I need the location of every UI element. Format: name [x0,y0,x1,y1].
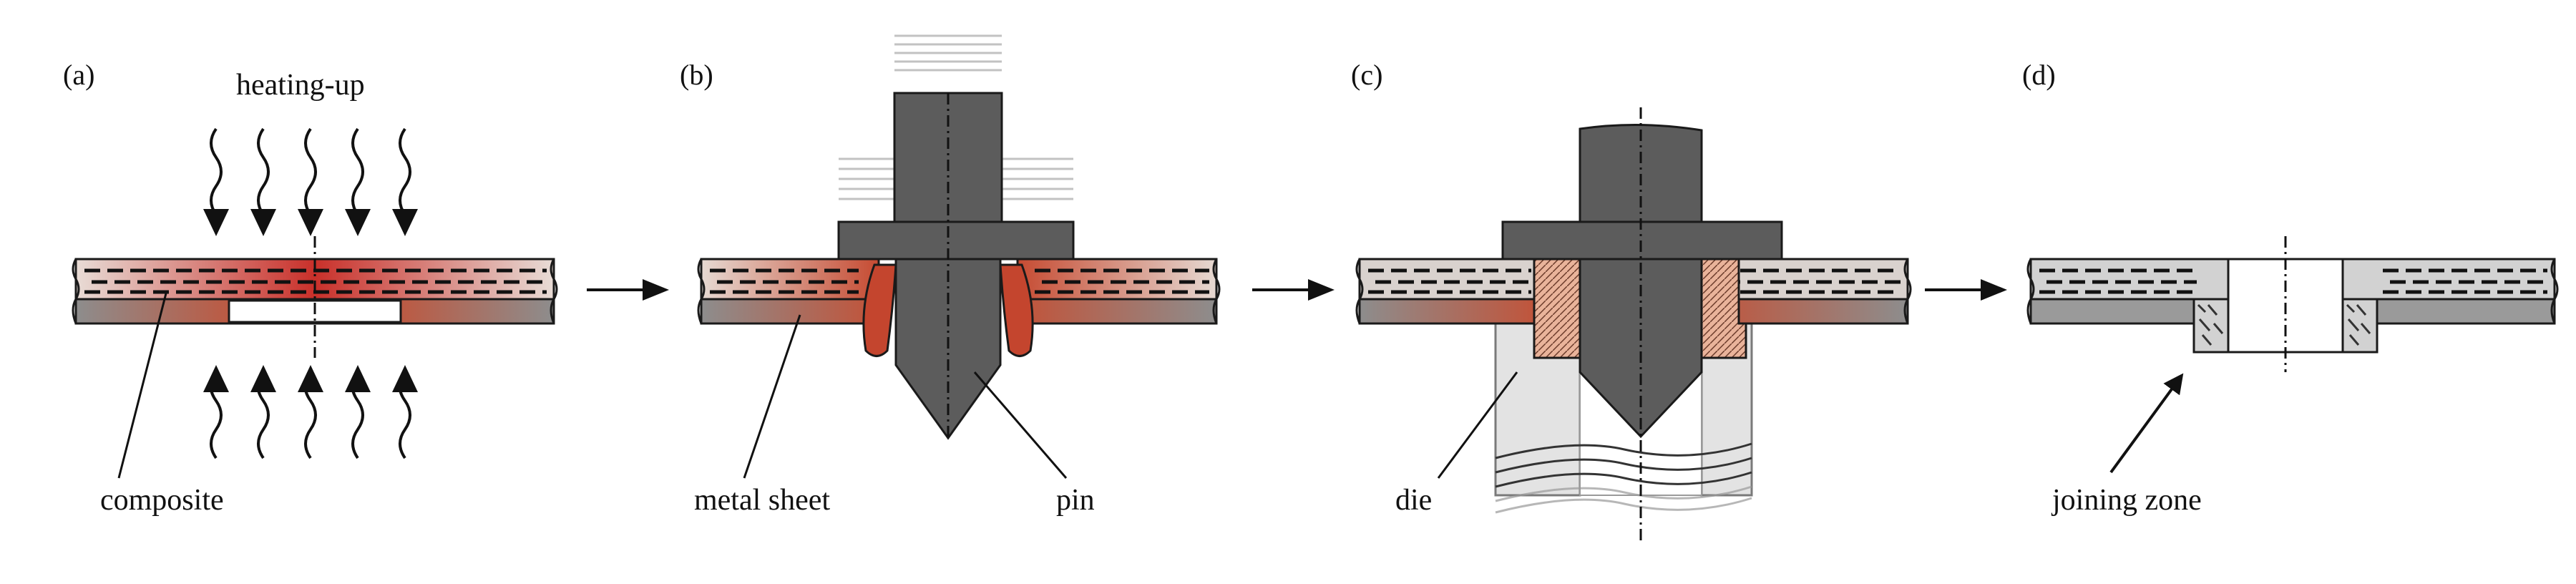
bent-collar-left [862,263,897,357]
process-arrow-icon [587,279,669,301]
pin-motion-ghosts [839,34,1073,200]
heating-arrow-icon [392,127,418,236]
heating-arrow-icon [345,127,371,236]
metal-sheet-label: metal sheet [694,484,830,517]
pin-c [1501,107,1783,544]
joining-zone-leader [2109,373,2184,474]
heating-arrow-icon [203,127,229,236]
panel-b-tag: (b) [680,59,713,91]
heating-arrows-bottom [203,365,418,459]
composite-label: composite [100,484,224,517]
composite-plate-a [72,236,558,358]
heating-arrow-icon [250,365,276,459]
pin-label: pin [1056,484,1095,517]
panel-d: (d) [2022,59,2559,517]
composite-plate-b-right [1016,258,1221,325]
heating-arrow-icon [298,365,323,459]
panel-a: (a) heating-up [63,59,558,517]
die-label: die [1395,484,1432,517]
composite-plate-b-left [697,258,880,325]
panel-a-tag: (a) [63,59,94,91]
joined-plate-d-left [2026,258,2230,354]
panel-d-tag: (d) [2022,59,2056,91]
bent-collar-right [999,263,1034,357]
panel-b: (b) [680,34,1221,517]
heating-arrow-icon [345,365,371,459]
pin-leader [973,371,1068,479]
panel-c-tag: (c) [1351,59,1382,91]
process-arrow-icon [1252,279,1335,301]
composite-plate-c-left [1355,258,1581,359]
heating-label: heating-up [236,69,365,102]
heating-arrows-top [203,127,418,236]
pin-b [837,92,1075,440]
joined-plate-d-right [2341,258,2559,354]
die-leader [1437,371,1518,479]
composite-plate-c-right [1693,258,1912,359]
metal-sheet-leader [743,314,801,479]
heating-arrow-icon [392,365,418,459]
process-arrow-icon [1925,279,2007,301]
heating-arrow-icon [250,127,276,236]
heating-arrow-icon [298,127,323,236]
joining-zone-label: joining zone [2051,484,2202,517]
composite-leader [117,293,167,479]
panel-c: (c) [1351,59,1912,544]
heating-arrow-icon [203,365,229,459]
